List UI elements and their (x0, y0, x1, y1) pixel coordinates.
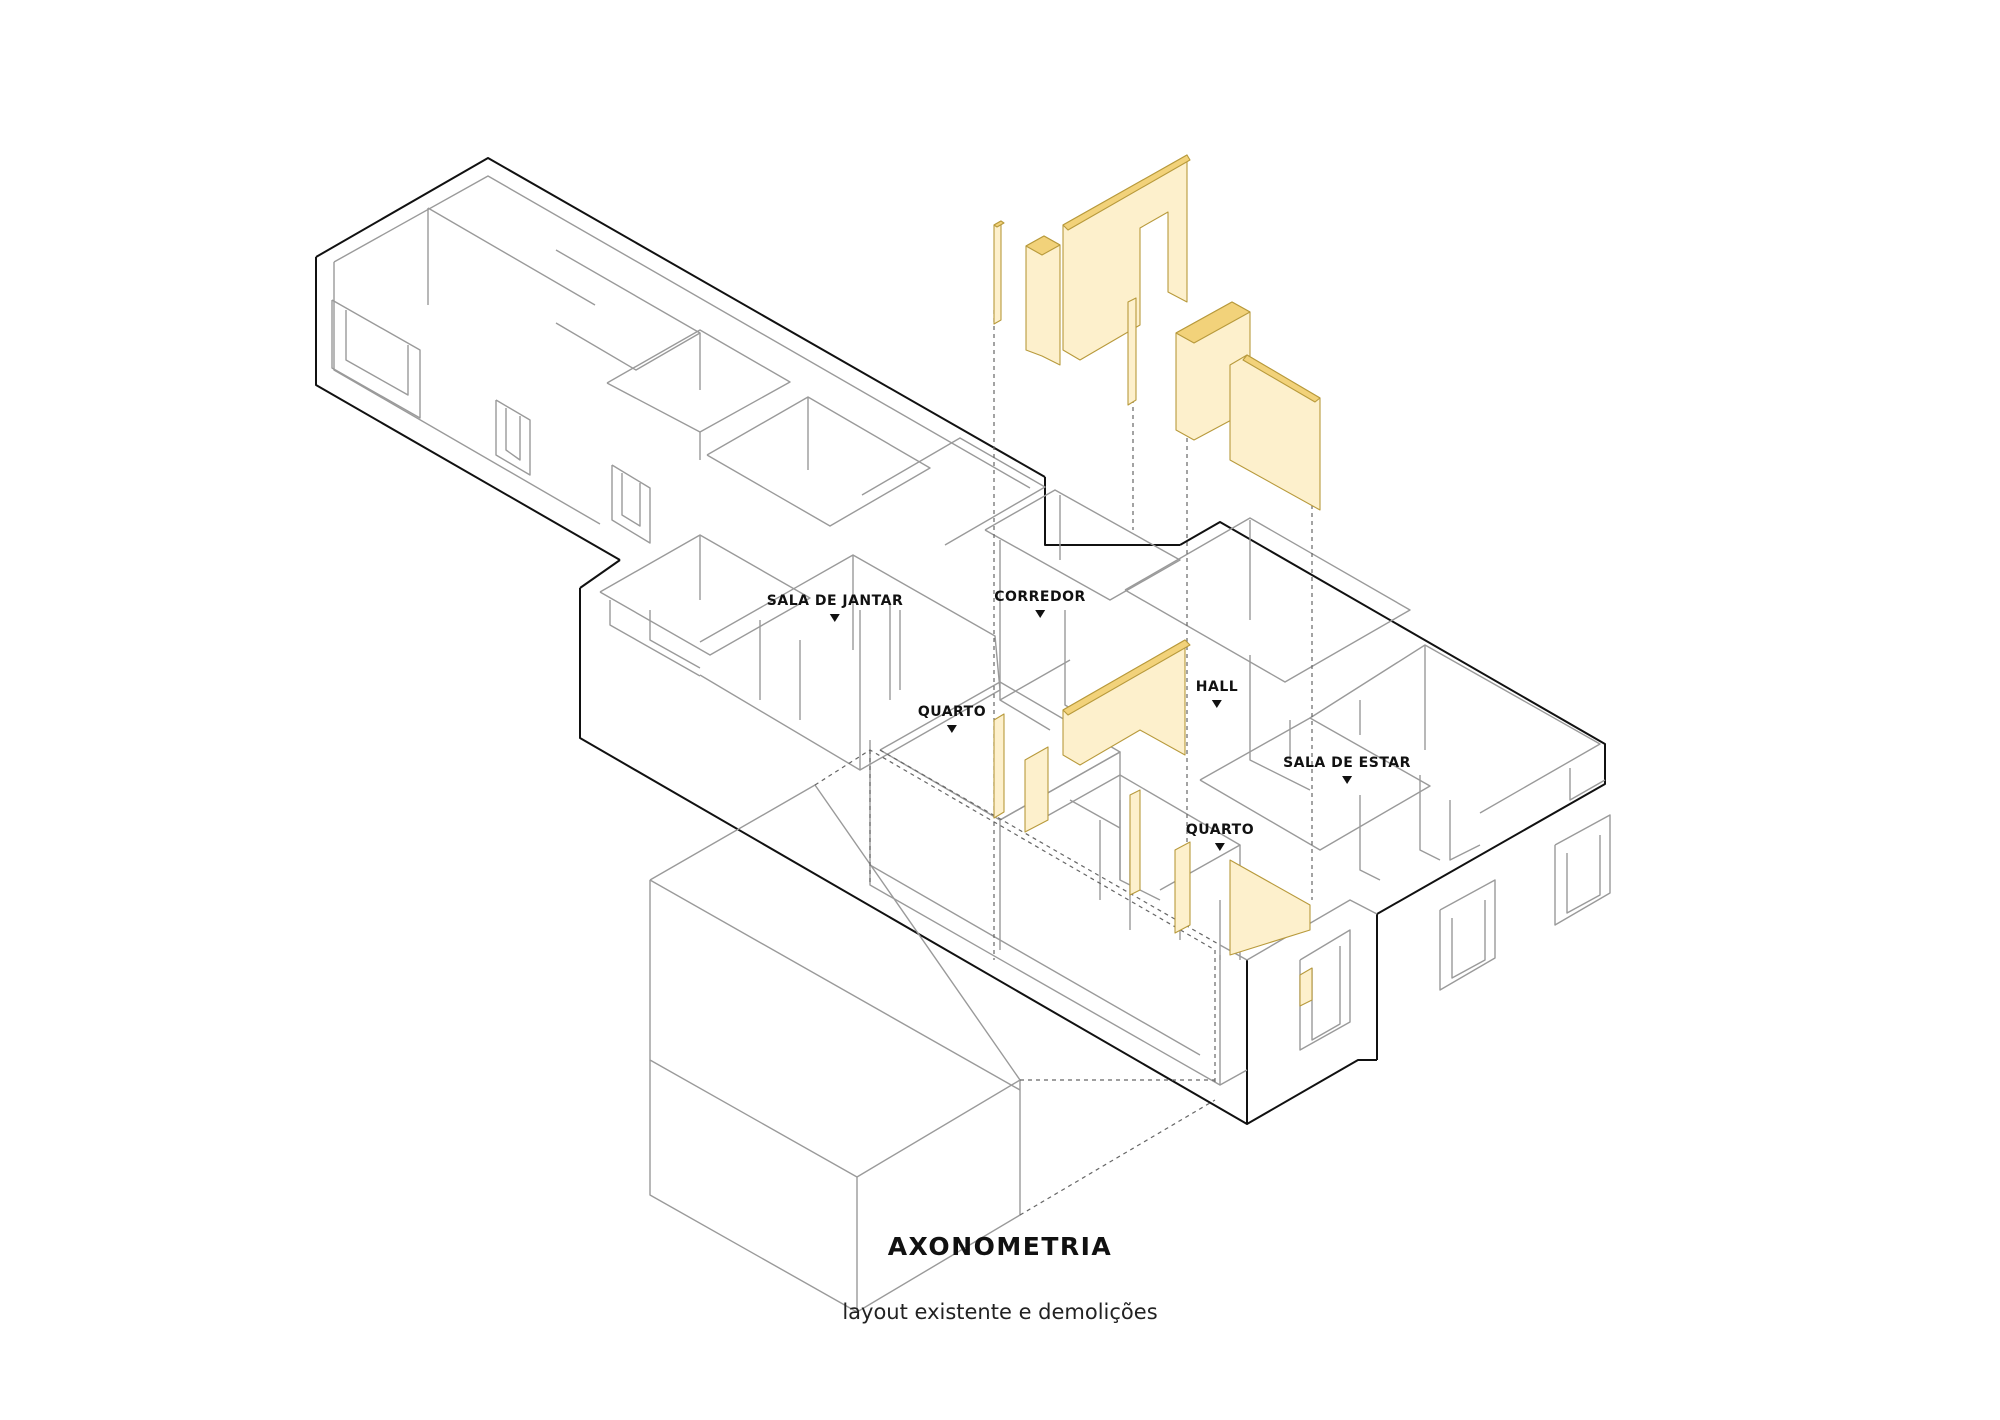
diagram-title: AXONOMETRIA (887, 1232, 1113, 1261)
demolition-walls (993, 154, 1321, 1007)
room-label-corredor: CORREDOR (994, 590, 1086, 618)
room-label-sala-de-jantar: SALA DE JANTAR (767, 594, 903, 622)
room-label-hall: HALL (1196, 680, 1238, 708)
room-label-text: SALA DE JANTAR (766, 593, 904, 609)
room-label-quarto-2: QUARTO (1186, 823, 1254, 851)
marker-triangle-icon (1342, 776, 1352, 784)
marker-triangle-icon (1034, 610, 1045, 618)
room-label-text: CORREDOR (994, 589, 1086, 605)
room-label-sala-de-estar: SALA DE ESTAR (1283, 756, 1411, 784)
room-label-text: HALL (1195, 679, 1239, 695)
room-label-text: QUARTO (917, 704, 987, 720)
room-label-text: QUARTO (1185, 822, 1255, 838)
diagram-subtitle: layout existente e demolições (842, 1300, 1158, 1324)
building-outer-outline (315, 157, 1606, 1125)
marker-triangle-icon (947, 725, 957, 733)
room-label-quarto-1: QUARTO (918, 705, 986, 733)
marker-triangle-icon (1212, 700, 1222, 708)
exterior-volume (649, 784, 1021, 1313)
marker-triangle-icon (1215, 843, 1225, 851)
interior-walls (331, 175, 1611, 1086)
marker-triangle-icon (829, 614, 840, 622)
room-label-text: SALA DE ESTAR (1283, 755, 1411, 771)
